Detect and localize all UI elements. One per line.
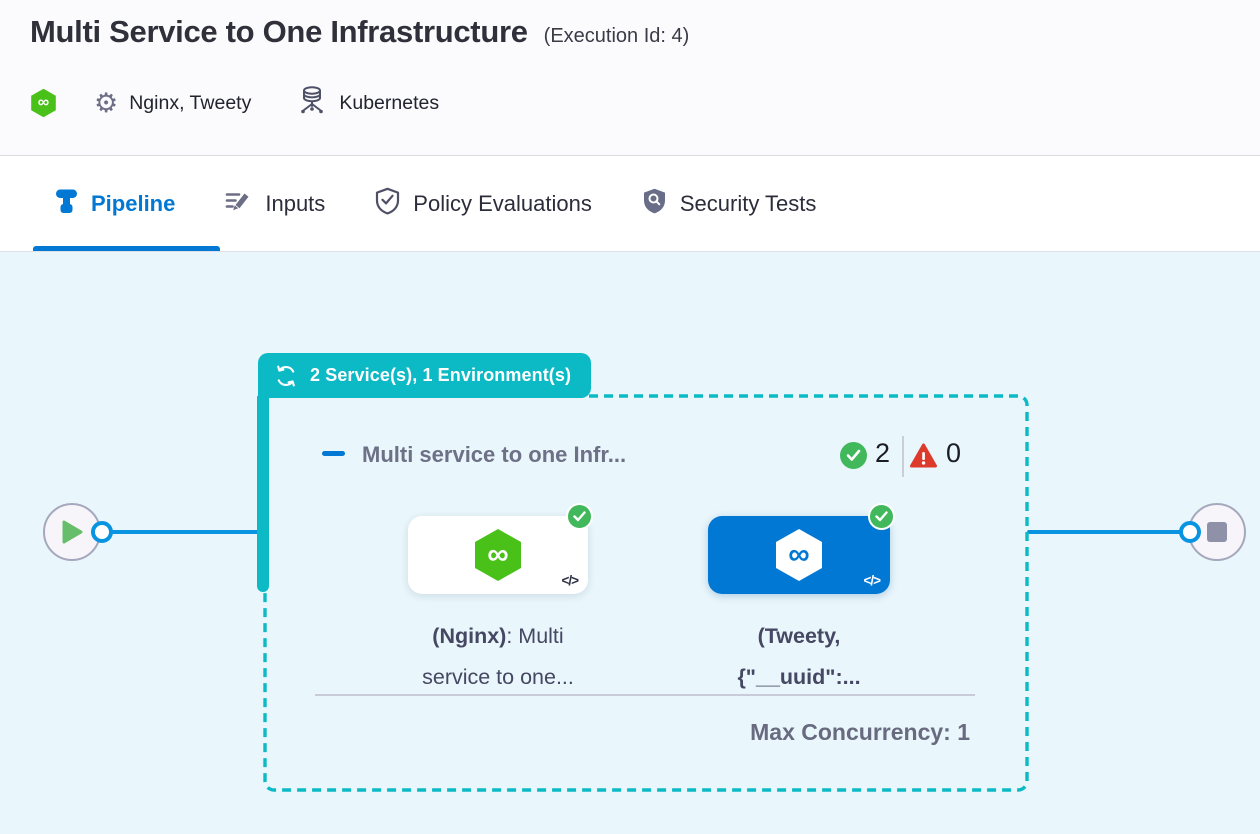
harness-service-icon: ∞ (30, 88, 57, 118)
security-shield-icon (642, 187, 667, 220)
end-node-connector[interactable] (1179, 521, 1201, 543)
page-title: Multi Service to One Infrastructure (30, 14, 528, 49)
harness-step-icon: ∞ (773, 527, 825, 583)
infrastructure-icon (297, 85, 327, 122)
active-tab-underline (33, 246, 220, 251)
execution-header: Multi Service to One Infrastructure (Exe… (0, 0, 1260, 156)
tab-security-tests-label: Security Tests (679, 190, 817, 216)
stage-group-badge-label: 2 Service(s), 1 Environment(s) (310, 365, 572, 385)
step-success-badge (868, 503, 895, 530)
service-step-nginx[interactable]: ∞ </> (408, 503, 593, 594)
step-success-badge (566, 503, 593, 530)
tab-security-tests[interactable]: Security Tests (642, 187, 817, 220)
policy-shield-check-icon (375, 187, 400, 220)
infrastructure-label: Kubernetes (339, 91, 440, 114)
stop-icon (1207, 522, 1227, 542)
pipeline-icon (55, 187, 78, 221)
execution-meta-row: ∞ ⚙ Nginx, Tweety Kubernetes (30, 85, 440, 122)
tab-inputs[interactable]: Inputs (225, 188, 325, 220)
infinity-icon: ∞ (487, 538, 509, 571)
tab-policy-evaluations-label: Policy Evaluations (413, 190, 592, 216)
services-summary-label: Nginx, Tweety (129, 91, 252, 114)
code-icon: </> (561, 573, 579, 588)
pipeline-canvas[interactable]: 2 Service(s), 1 Environment(s) Multi ser… (0, 252, 1260, 834)
stage-footer-divider (315, 694, 975, 696)
harness-step-icon: ∞ (472, 527, 524, 583)
stage-title: Multi service to one Infr... (362, 442, 627, 467)
service-step-label-tweety: (Tweety, {"__uuid":... (737, 624, 861, 689)
code-icon: </> (863, 573, 881, 588)
start-node-connector[interactable] (91, 521, 113, 543)
tab-pipeline[interactable]: Pipeline (55, 187, 175, 221)
stage-group-border (263, 394, 1029, 792)
execution-id-label: (Execution Id: 4) (543, 25, 690, 47)
success-check-icon (840, 442, 867, 469)
stage-group-badge[interactable]: 2 Service(s), 1 Environment(s) (258, 353, 592, 398)
service-step-label-nginx: (Nginx): Multi service to one... (422, 624, 574, 689)
infinity-icon: ∞ (37, 94, 50, 111)
inputs-icon (225, 188, 252, 220)
count-divider (902, 436, 904, 477)
gear-icon: ⚙ (94, 87, 119, 119)
play-icon (62, 520, 83, 544)
edge-start-to-stage (104, 530, 260, 534)
max-concurrency-label: Max Concurrency: 1 (750, 719, 970, 745)
failure-warning-icon (910, 443, 937, 474)
tabs: Pipeline In (55, 156, 816, 251)
infinity-icon: ∞ (788, 538, 810, 571)
title-row: Multi Service to One Infrastructure (Exe… (30, 14, 689, 50)
success-count: 2 (875, 438, 891, 468)
tab-pipeline-label: Pipeline (91, 190, 176, 216)
edge-stage-to-end (1027, 530, 1183, 534)
tab-inputs-label: Inputs (265, 190, 326, 216)
tab-policy-evaluations[interactable]: Policy Evaluations (375, 187, 592, 220)
collapse-stage-icon[interactable] (322, 451, 345, 456)
execution-tabbar: Pipeline In (0, 156, 1260, 252)
failure-count: 0 (946, 438, 962, 468)
service-step-tweety[interactable]: ∞ </> (708, 503, 895, 594)
loop-icon (277, 365, 295, 386)
